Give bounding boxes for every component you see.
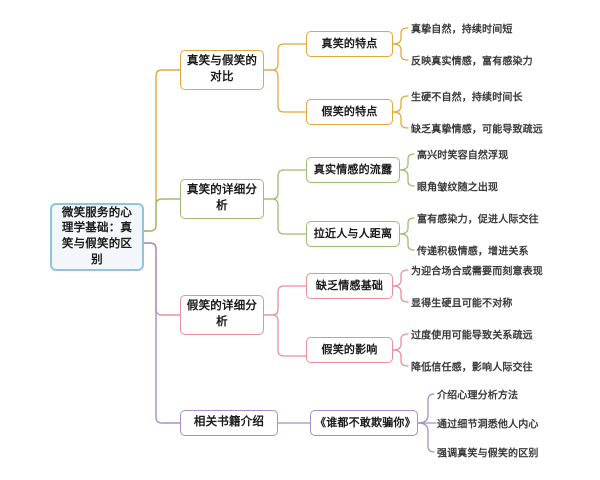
connector-branch3-sub1 <box>263 285 307 316</box>
branch-node-1-label: 真笑与假笑的对比 <box>186 55 258 83</box>
root-node[interactable]: 微笑服务的心理学基础：真笑与假笑的区别 <box>50 203 144 271</box>
sub-node-4-1-label: 《谁都不敢欺骗你》 <box>315 416 416 429</box>
sub-node-3-1[interactable]: 缺乏情感基础 <box>306 273 393 299</box>
connector-root-branch-2 <box>143 198 181 232</box>
sub-node-1-1-label: 真笑的特点 <box>321 37 378 50</box>
sub-node-4-1[interactable]: 《谁都不敢欺骗你》 <box>310 410 418 436</box>
leaf-1-2-2: 缺乏真挚情感，可能导致疏远 <box>411 124 543 136</box>
leaf-4-1-1: 介绍心理分析方法 <box>437 390 519 402</box>
sub-node-1-2-label: 假笑的特点 <box>321 105 378 118</box>
leaf-2-1-2: 眼角皱纹随之出现 <box>417 182 499 194</box>
leaf-3-1-1: 为迎合场合或需要而刻意表现 <box>411 266 543 278</box>
leaf-2-2-2: 传递积极情感，增进关系 <box>417 246 529 258</box>
branch-node-2-label: 真笑的详细分析 <box>186 184 258 212</box>
branch-node-2[interactable]: 真笑的详细分析 <box>180 179 264 219</box>
connector-sub12-leaf1 <box>392 95 409 113</box>
sub-node-2-1[interactable]: 真实情感的流露 <box>306 157 400 183</box>
leaf-4-1-2: 通过细节洞悉他人内心 <box>437 419 539 431</box>
sub-node-1-1[interactable]: 真笑的特点 <box>306 31 393 57</box>
connector-branch2-sub2 <box>263 198 307 235</box>
connector-root-branch-3 <box>143 242 181 316</box>
leaf-3-1-2: 显得生硬且可能不对称 <box>411 298 513 310</box>
connector-sub41-leaf3 <box>417 422 435 453</box>
branch-node-4[interactable]: 相关书籍介绍 <box>180 410 278 436</box>
connector-sub31-leaf1 <box>392 269 409 287</box>
root-node-label: 微笑服务的心理学基础：真笑与假笑的区别 <box>61 206 133 266</box>
connector-sub31-leaf2 <box>392 285 409 303</box>
leaf-3-2-2: 降低信任感，影响人际交往 <box>411 362 533 374</box>
leaf-4-1-3: 强调真笑与假笑的区别 <box>437 448 539 460</box>
sub-node-3-2-label: 假笑的影响 <box>321 343 378 356</box>
connector-sub22-leaf1 <box>399 217 415 235</box>
connector-sub22-leaf2 <box>399 233 415 251</box>
sub-node-2-2-label: 拉近人与人距离 <box>313 227 393 240</box>
sub-node-1-2[interactable]: 假笑的特点 <box>306 99 393 125</box>
branch-node-3[interactable]: 假笑的详细分析 <box>180 295 264 335</box>
sub-node-3-1-label: 缺乏情感基础 <box>315 279 384 292</box>
connector-branch1-sub1 <box>263 43 307 71</box>
connector-sub11-leaf2 <box>392 43 409 61</box>
connector-branch3-sub2 <box>263 314 307 357</box>
branch-node-4-label: 相关书籍介绍 <box>193 416 265 429</box>
connector-sub32-leaf2 <box>392 349 409 367</box>
connector-sub32-leaf1 <box>392 333 409 351</box>
connector-sub21-leaf1 <box>399 153 415 171</box>
leaf-1-2-1: 生硬不自然，持续时间长 <box>411 92 523 104</box>
connector-sub21-leaf2 <box>399 169 415 187</box>
sub-node-2-1-label: 真实情感的流露 <box>313 163 393 176</box>
leaf-1-1-1: 真挚自然，持续时间短 <box>411 24 513 36</box>
leaf-1-1-2: 反映真实情感，富有感染力 <box>411 56 533 68</box>
branch-node-1[interactable]: 真笑与假笑的对比 <box>180 50 264 90</box>
connector-sub41-leaf1 <box>417 393 435 424</box>
connector-branch1-sub2 <box>263 69 307 113</box>
leaf-2-2-1: 富有感染力，促进人际交往 <box>417 214 539 226</box>
branch-node-3-label: 假笑的详细分析 <box>186 300 258 328</box>
sub-node-3-2[interactable]: 假笑的影响 <box>306 337 393 363</box>
connector-branch2-sub1 <box>263 169 307 200</box>
connector-root-branch-1 <box>143 69 181 232</box>
connector-root-branch-4 <box>143 242 181 424</box>
connector-sub11-leaf1 <box>392 27 409 45</box>
sub-node-2-2[interactable]: 拉近人与人距离 <box>306 221 400 247</box>
leaf-3-2-1: 过度使用可能导致关系疏远 <box>411 330 533 342</box>
leaf-2-1-1: 高兴时笑容自然浮现 <box>417 150 509 162</box>
connector-sub12-leaf2 <box>392 111 409 129</box>
